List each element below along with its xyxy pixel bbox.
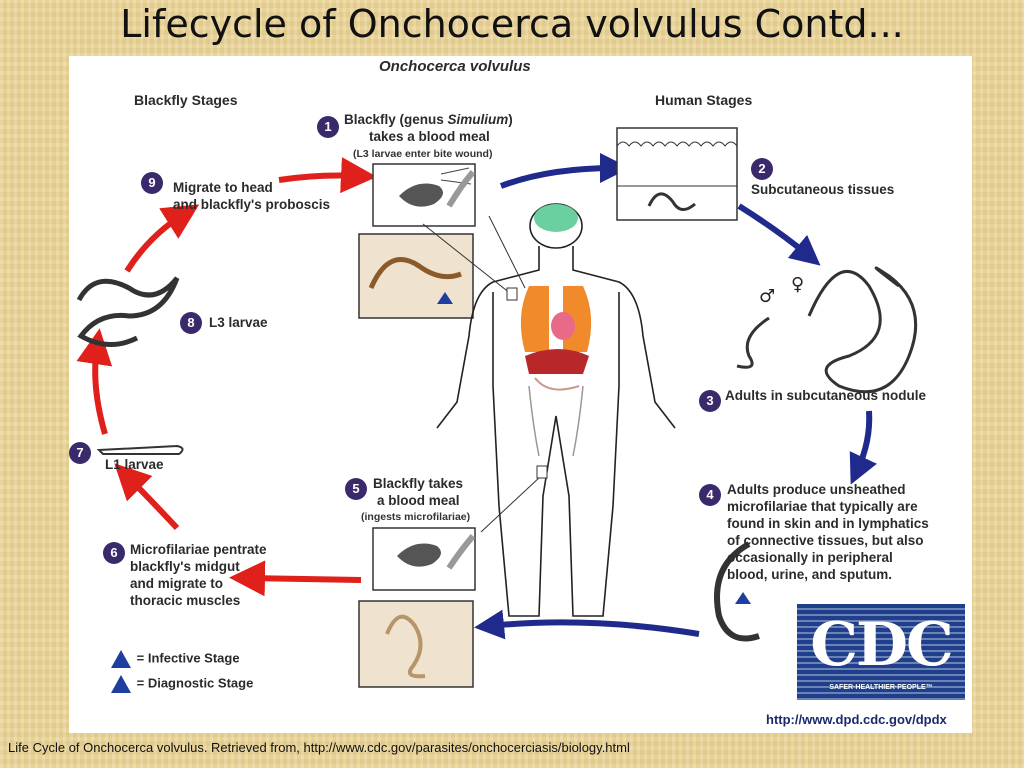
step-4-line-5: occasionally in peripheral — [727, 550, 893, 565]
arrow-6-to-7 — [114, 463, 180, 531]
step-6-line-1: Microfilariae pentrate — [130, 542, 267, 557]
legend-infective-label: = Infective Stage — [136, 650, 240, 666]
microfilaria-image — [358, 600, 474, 688]
step-7-label: L1 larvae — [105, 457, 164, 472]
cdc-tagline: SAFER·HEALTHIER·PEOPLE™ — [829, 684, 933, 691]
step-4-line-6: blood, urine, and sputum. — [727, 567, 892, 582]
step-6-badge: 6 — [103, 542, 125, 564]
l3-larva-drawing — [76, 276, 180, 347]
female-symbol: ♀ — [791, 274, 805, 295]
step-2-label: Subcutaneous tissues — [751, 182, 895, 197]
step-4-line-3: found in skin and in lymphatics — [727, 516, 929, 531]
blackfly-stages-header: Blackfly Stages — [134, 92, 238, 108]
brain — [534, 204, 578, 232]
step-4-line-4: of connective tissues, but also — [727, 533, 924, 548]
lifecycle-diagram: Onchocerca volvulus Blackfly Stages Huma… — [69, 56, 972, 733]
leg-lymphatics — [528, 385, 584, 457]
arrow-2-to-3 — [737, 203, 821, 266]
step-1-genus: Simulium — [447, 112, 509, 127]
l1-larva-drawing — [96, 444, 184, 455]
step-5-note: (ingests microfilariae) — [361, 511, 471, 523]
microfilaria-worm — [714, 541, 760, 642]
step-1-badge: 1 — [317, 116, 339, 138]
step-8-label: L3 larvae — [209, 315, 268, 330]
step-1-text-a: Blackfly (genus — [344, 112, 448, 127]
infective-stage-icon — [111, 650, 131, 668]
male-symbol: ♂ — [759, 286, 776, 307]
step-1-note: (L3 larvae enter bite wound) — [353, 148, 493, 160]
step-3-badge: 3 — [699, 390, 721, 412]
skin-tissue-image — [616, 127, 738, 221]
arrow-5-to-6 — [229, 560, 362, 597]
step-5-line-1: Blackfly takes — [373, 476, 464, 491]
step-5-line-2: a blood meal — [377, 493, 460, 508]
diagnostic-stage-icon — [111, 675, 131, 693]
step-4-badge: 4 — [699, 484, 721, 506]
step-2-badge: 2 — [751, 158, 773, 180]
human-stages-header: Human Stages — [655, 92, 753, 108]
adult-worm-female — [807, 266, 918, 394]
step-1-label-2: takes a blood meal — [369, 129, 490, 144]
step-9-badge: 9 — [141, 172, 163, 194]
slide-title: Lifecycle of Onchocerca volvulus Contd..… — [120, 2, 904, 46]
step-9-line-1: Migrate to head — [173, 180, 273, 195]
step-6-line-3: and migrate to — [130, 576, 224, 591]
legend-diagnostic: = Diagnostic Stage — [109, 674, 253, 694]
step-4-line-2: microfilariae that typically are — [727, 499, 918, 514]
step-5-badge: 5 — [345, 478, 367, 500]
arrow-8-to-9 — [124, 204, 200, 273]
step-4-line-1: Adults produce unsheathed — [727, 482, 906, 497]
step-9-line-2: and blackfly's proboscis — [173, 197, 331, 212]
diagram-title: Onchocerca volvulus — [379, 58, 531, 75]
step-8-badge: 8 — [180, 312, 202, 334]
cdc-logo-text: CDC — [810, 610, 954, 680]
arrow-7-to-8 — [76, 328, 113, 435]
diagram-graphics — [76, 127, 918, 688]
lungs — [520, 286, 592, 352]
legend-infective: = Infective Stage — [109, 649, 240, 669]
step-1-text-b: ) — [508, 112, 513, 127]
step-3-label: Adults in subcutaneous nodule — [725, 388, 927, 403]
liver — [525, 349, 589, 374]
step-7-badge: 7 — [69, 442, 91, 464]
step-6-line-2: blackfly's midgut — [130, 559, 240, 574]
arrow-3-to-4 — [849, 410, 877, 485]
step-1-label: Blackfly (genus Simulium) — [344, 112, 513, 128]
legend-diagnostic-label: = Diagnostic Stage — [136, 675, 254, 691]
slide-caption: Life Cycle of Onchocerca volvulus. Retri… — [8, 740, 630, 755]
heart — [551, 312, 575, 340]
cdc-logo: CDC SAFER·HEALTHIER·PEOPLE™ — [797, 604, 965, 700]
arrow-4-to-5 — [474, 609, 700, 640]
arrow-9-to-1 — [278, 157, 377, 194]
arrow-1-to-2 — [499, 153, 630, 189]
adult-worm-male — [736, 316, 770, 369]
cdc-url: http://www.dpd.cdc.gov/dpdx — [766, 712, 947, 727]
step-6-line-4: thoracic muscles — [130, 593, 241, 608]
